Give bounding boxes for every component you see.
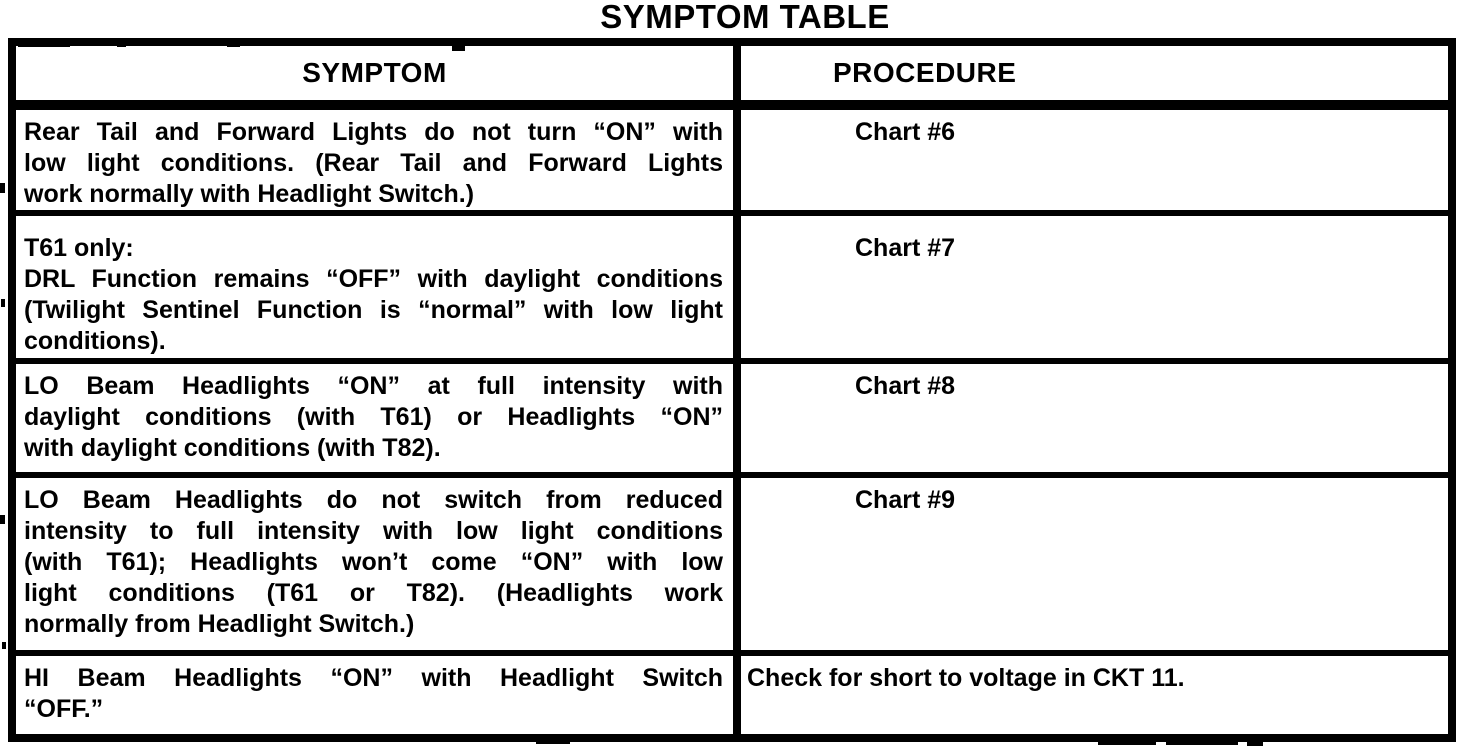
table-row: Rear Tail and Forward Lights do not turn… xyxy=(16,110,1448,216)
table-row: T61 only: DRL Function remains “OFF” with… xyxy=(16,216,1448,364)
symptom-text-line: work normally with Headlight Switch.) xyxy=(24,180,475,208)
symptom-text-line: (Twilight Sentinel Function is “normal” … xyxy=(24,296,723,324)
symptom-text-line: “OFF.” xyxy=(24,695,104,723)
symptom-cell: T61 only: DRL Function remains “OFF” with… xyxy=(16,216,741,358)
table-header-row: SYMPTOM PROCEDURE xyxy=(16,46,1448,110)
table-body: Rear Tail and Forward Lights do not turn… xyxy=(16,110,1448,734)
table-row: HI Beam Headlights “ON” with Headlight S… xyxy=(16,656,1448,734)
scan-artifact xyxy=(0,515,5,524)
symptom-text-line: intensity to full intensity with low lig… xyxy=(24,517,723,545)
symptom-text-line: DRL Function remains “OFF” with daylight… xyxy=(24,265,723,293)
scan-artifact xyxy=(536,740,570,744)
scan-artifact xyxy=(2,642,6,649)
symptom-text-line: daylight conditions (with T61) or Headli… xyxy=(24,403,723,431)
scan-artifact xyxy=(18,41,70,47)
column-header-symptom: SYMPTOM xyxy=(16,46,741,100)
symptom-text-line: (with T61); Headlights won’t come “ON” w… xyxy=(24,548,723,576)
scan-artifact xyxy=(0,183,5,193)
scan-artifact xyxy=(1098,740,1156,745)
symptom-text-line: light conditions (T61 or T82). (Headligh… xyxy=(24,579,723,607)
symptom-cell: Rear Tail and Forward Lights do not turn… xyxy=(16,110,741,210)
symptom-text-line: Rear Tail and Forward Lights do not turn… xyxy=(24,118,723,146)
scan-artifact xyxy=(1,299,5,307)
symptom-text-line: with daylight conditions (with T82). xyxy=(24,434,441,462)
symptom-text-line: HI Beam Headlights “ON” with Headlight S… xyxy=(24,664,723,692)
scan-artifact xyxy=(1166,741,1238,745)
symptom-text-line: LO Beam Headlights do not switch from re… xyxy=(24,486,723,514)
symptom-text-line: conditions). xyxy=(24,327,166,355)
table-row: LO Beam Headlights do not switch from re… xyxy=(16,478,1448,656)
scan-artifact xyxy=(159,41,171,46)
symptom-cell: LO Beam Headlights do not switch from re… xyxy=(16,478,741,650)
procedure-cell: Chart #6 xyxy=(855,118,956,146)
scan-artifact xyxy=(1247,740,1263,746)
symptom-table: SYMPTOM PROCEDURE Rear Tail and Forward … xyxy=(8,38,1456,742)
symptom-text-line: LO Beam Headlights “ON” at full intensit… xyxy=(24,372,723,400)
symptom-text-line: T61 only: xyxy=(24,234,134,262)
procedure-cell: Chart #8 xyxy=(855,372,956,400)
scan-artifact xyxy=(452,40,465,51)
scan-artifact xyxy=(117,42,126,47)
procedure-cell: Check for short to voltage in CKT 11. xyxy=(747,664,1185,692)
symptom-cell: LO Beam Headlights “ON” at full intensit… xyxy=(16,364,741,472)
page-title: SYMPTOM TABLE xyxy=(600,0,890,35)
table-row: LO Beam Headlights “ON” at full intensit… xyxy=(16,364,1448,478)
scan-artifact xyxy=(80,40,110,46)
symptom-text-line: low light conditions. (Rear Tail and For… xyxy=(24,149,723,177)
symptom-text-line: normally from Headlight Switch.) xyxy=(24,610,415,638)
column-header-procedure: PROCEDURE xyxy=(833,57,1017,88)
scan-artifact xyxy=(227,40,240,47)
procedure-cell: Chart #7 xyxy=(855,234,956,262)
symptom-cell: HI Beam Headlights “ON” with Headlight S… xyxy=(16,656,741,734)
procedure-cell: Chart #9 xyxy=(855,486,956,514)
